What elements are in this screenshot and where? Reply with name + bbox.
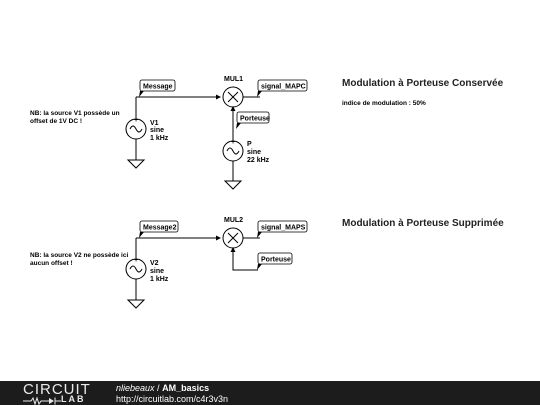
v1-type: sine [150,127,164,134]
flag-porteuse-2[interactable]: Porteuse [257,252,293,270]
flag-signal-maps[interactable]: signal_MAPS [257,220,308,238]
logo-wave-icon [23,396,61,405]
p-name: P [247,141,252,148]
wire-carrier-2 [232,248,258,271]
title-maps: Modulation à Porteuse Supprimée [342,218,504,229]
source-p[interactable]: + [222,139,244,190]
v2-freq: 1 kHz [150,276,169,283]
flag-message-label: Message [143,84,173,91]
v2-name: V2 [150,260,159,267]
circuit-1: + V1 sine 1 kHz Message MUL1 signal_MAPC [30,76,504,190]
mul2-label: MUL2 [224,217,243,224]
svg-text:+: + [134,117,138,124]
project-url[interactable]: http://circuitlab.com/c4r3v3n [116,394,229,404]
logo-bottom-text: LAB [61,394,86,404]
flag-porteuse-1-label: Porteuse [240,116,270,123]
author-link[interactable]: nliebeaux [116,383,155,393]
credit-line: nliebeaux / AM_basics [116,383,209,393]
multiplier-mul1[interactable] [222,86,244,108]
flag-message2[interactable]: Message2 [139,220,179,238]
p-freq: 22 kHz [247,157,270,164]
circuit-2: + V2 sine 1 kHz Message2 MUL2 signal_MAP… [30,217,504,309]
flag-signal-mapc[interactable]: signal_MAPC [257,79,308,97]
flag-signal-maps-label: signal_MAPS [261,225,306,232]
credit-separator: / [157,383,160,393]
flag-message2-label: Message2 [143,225,177,232]
note-v2-line2: aucun offset ! [30,260,73,267]
title-mapc: Modulation à Porteuse Conservée [342,78,504,89]
note-v2-line1: NB: la source V2 ne possède ici [30,252,128,259]
source-v2[interactable]: + [125,238,147,309]
flag-signal-mapc-label: signal_MAPC [261,84,306,91]
footer-bar: CIRCUIT LAB nliebeaux / AM_basics http:/… [0,381,540,405]
svg-text:+: + [134,257,138,264]
p-type: sine [247,149,261,156]
v1-name: V1 [150,120,159,127]
source-v1[interactable]: + [125,97,147,169]
svg-text:+: + [231,139,235,146]
mul1-label: MUL1 [224,76,243,83]
v2-type: sine [150,268,164,275]
logo-top-text: CIRCUIT [23,381,91,398]
v1-freq: 1 kHz [150,135,169,142]
flag-porteuse-2-label: Porteuse [261,257,291,264]
circuitlab-logo[interactable]: CIRCUIT LAB [23,381,95,405]
note-v1-line1: NB: la source V1 possède un [30,110,120,117]
flag-porteuse-1[interactable]: Porteuse [236,111,270,129]
project-name[interactable]: AM_basics [162,383,210,393]
multiplier-mul2[interactable] [222,227,244,249]
note-v1-line2: offset de 1V DC ! [30,118,82,125]
subtitle-mapc: indice de modulation : 50% [342,100,426,107]
flag-message[interactable]: Message [139,79,176,97]
